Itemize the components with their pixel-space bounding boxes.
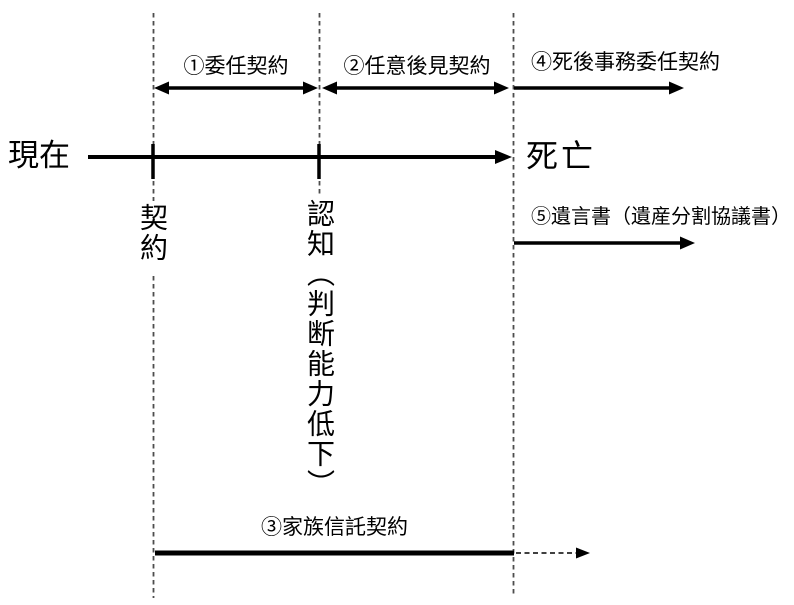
will-label: ⑤遺言書（遺産分割協議書） (531, 206, 791, 228)
will-arrowhead (680, 236, 695, 250)
family-trust-label: ③家族信託契約 (261, 515, 408, 539)
guardianship-arrowhead-left (322, 81, 337, 95)
timeline-end-label: 死亡 (526, 138, 597, 174)
voluntary-guardianship-label: ②任意後見契約 (343, 54, 491, 78)
milestone-contract-label: 契約 (136, 203, 167, 263)
family-trust-extension-arrowhead (576, 547, 590, 559)
mandate-arrowhead-right (303, 81, 318, 95)
mandate-contract-label: ①委任契約 (183, 54, 289, 78)
timeline-arrowhead (495, 150, 512, 164)
timeline-start-label: 現在 (8, 138, 70, 173)
posthumous-affairs-label: ④死後事務委任契約 (531, 50, 720, 74)
guardianship-arrowhead-right (494, 81, 509, 95)
mandate-arrowhead-left (154, 81, 169, 95)
milestone-cognition-label: 認知（判断能力低下） (303, 199, 334, 499)
posthumous-arrowhead (669, 81, 684, 95)
